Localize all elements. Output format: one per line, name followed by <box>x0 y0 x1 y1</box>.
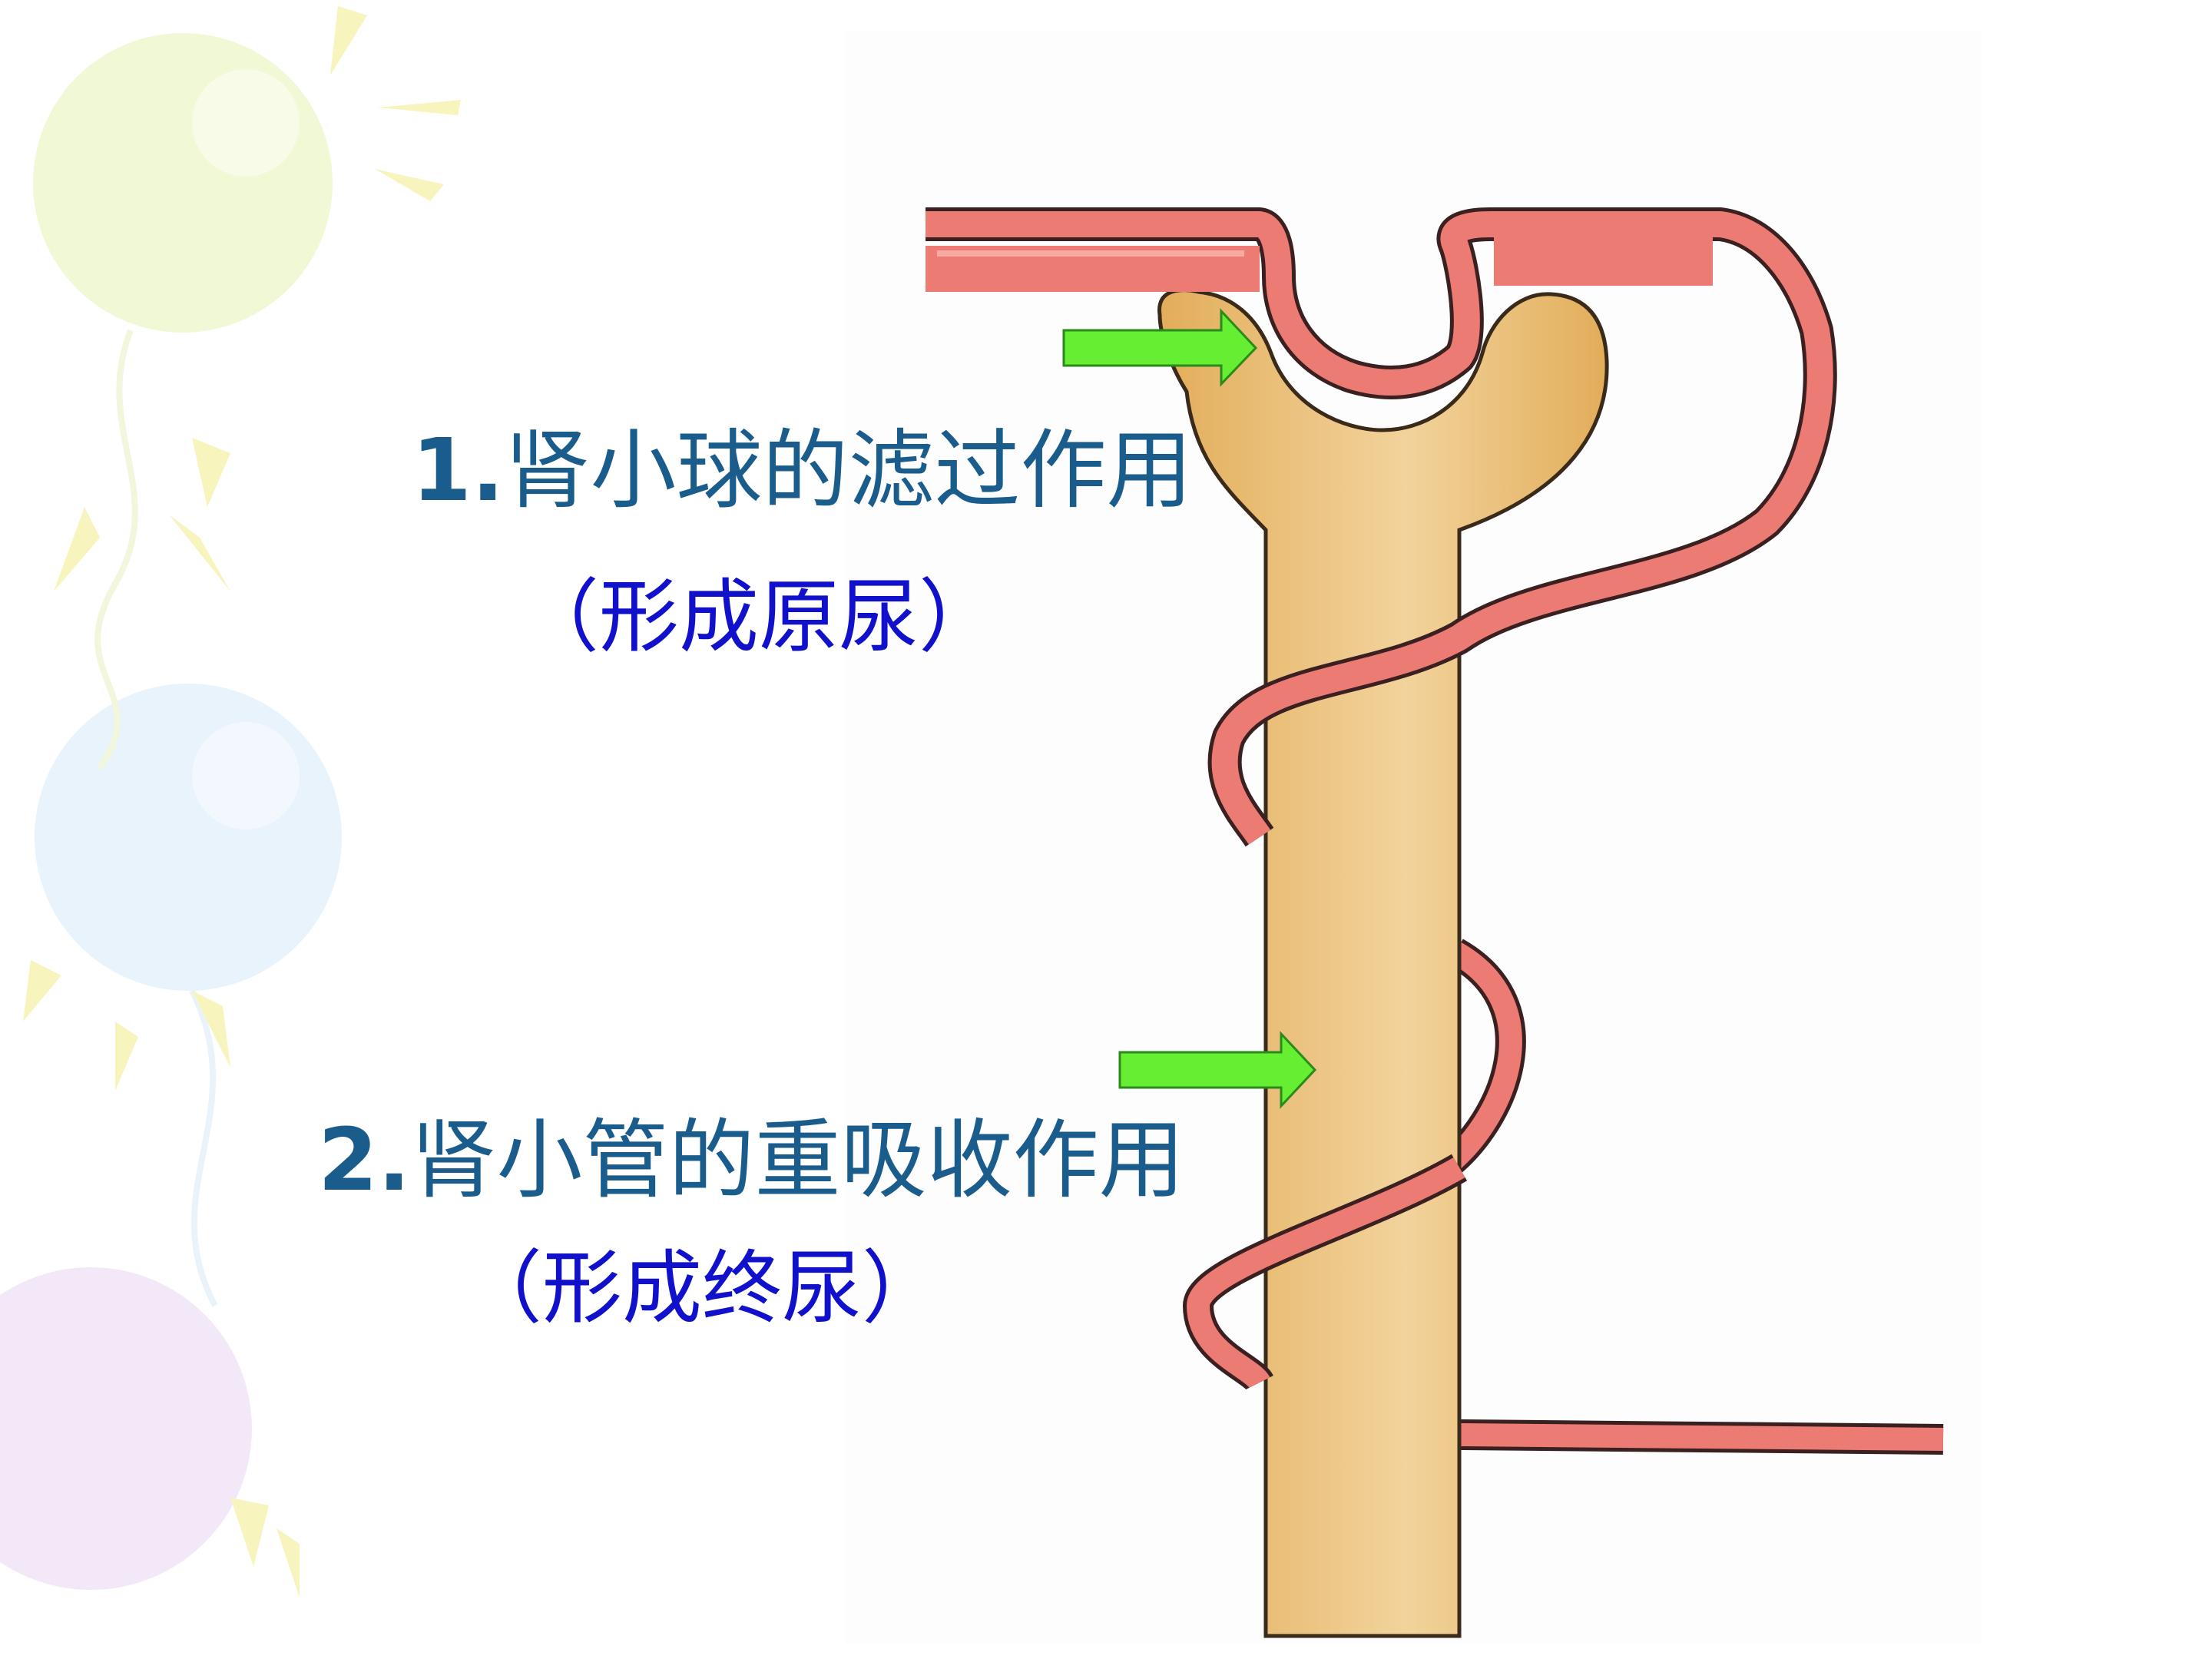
step1-label: 1.肾小球的滤过作用 <box>412 401 1192 525</box>
background-balloons <box>0 6 461 1598</box>
sun-ray <box>54 507 100 591</box>
vessel-front-segments <box>1182 1154 1468 1392</box>
sun-ray <box>23 960 61 1022</box>
vessel-top-band-right <box>1494 230 1713 286</box>
arrow-reabsorption <box>1118 1031 1317 1109</box>
balloon-blue-shine <box>192 722 300 830</box>
step2-label: 2.肾小管的重吸收作用 <box>318 1091 1184 1215</box>
sun-ray <box>169 515 230 591</box>
balloon-green-shine <box>192 69 300 177</box>
sun-ray <box>192 991 230 1068</box>
vessel-top-band <box>926 246 1260 292</box>
lower-vessel-fill <box>1459 1423 1944 1451</box>
balloon-green <box>33 33 333 333</box>
sun-ray <box>115 1022 138 1091</box>
step2-text: 肾小管的重吸收作用 <box>410 1111 1185 1210</box>
balloon-string <box>94 329 138 770</box>
sun-ray <box>230 1498 269 1567</box>
step1-number: 1. <box>412 421 505 521</box>
step2-note: （形成终尿） <box>462 1241 942 1335</box>
balloon-blue <box>35 684 342 991</box>
step2-number: 2. <box>318 1111 411 1210</box>
vessel-fill <box>926 211 1833 845</box>
arrow-right-icon <box>1062 308 1258 387</box>
sun-ray <box>276 1528 300 1598</box>
glomerulus-vessel <box>926 207 1837 847</box>
arrow-right-icon <box>1118 1031 1317 1109</box>
sun-ray <box>378 100 461 115</box>
step1-note: （形成原尿） <box>519 570 999 664</box>
balloon-purple <box>0 1267 252 1590</box>
balloon-string <box>189 989 218 1307</box>
sun-ray <box>375 169 444 201</box>
step1-text: 肾小球的滤过作用 <box>504 421 1193 521</box>
sun-ray <box>330 6 367 75</box>
arrow-filtration <box>1062 308 1258 387</box>
sun-ray <box>192 438 230 507</box>
vessel-back-segments <box>1434 939 1526 1180</box>
